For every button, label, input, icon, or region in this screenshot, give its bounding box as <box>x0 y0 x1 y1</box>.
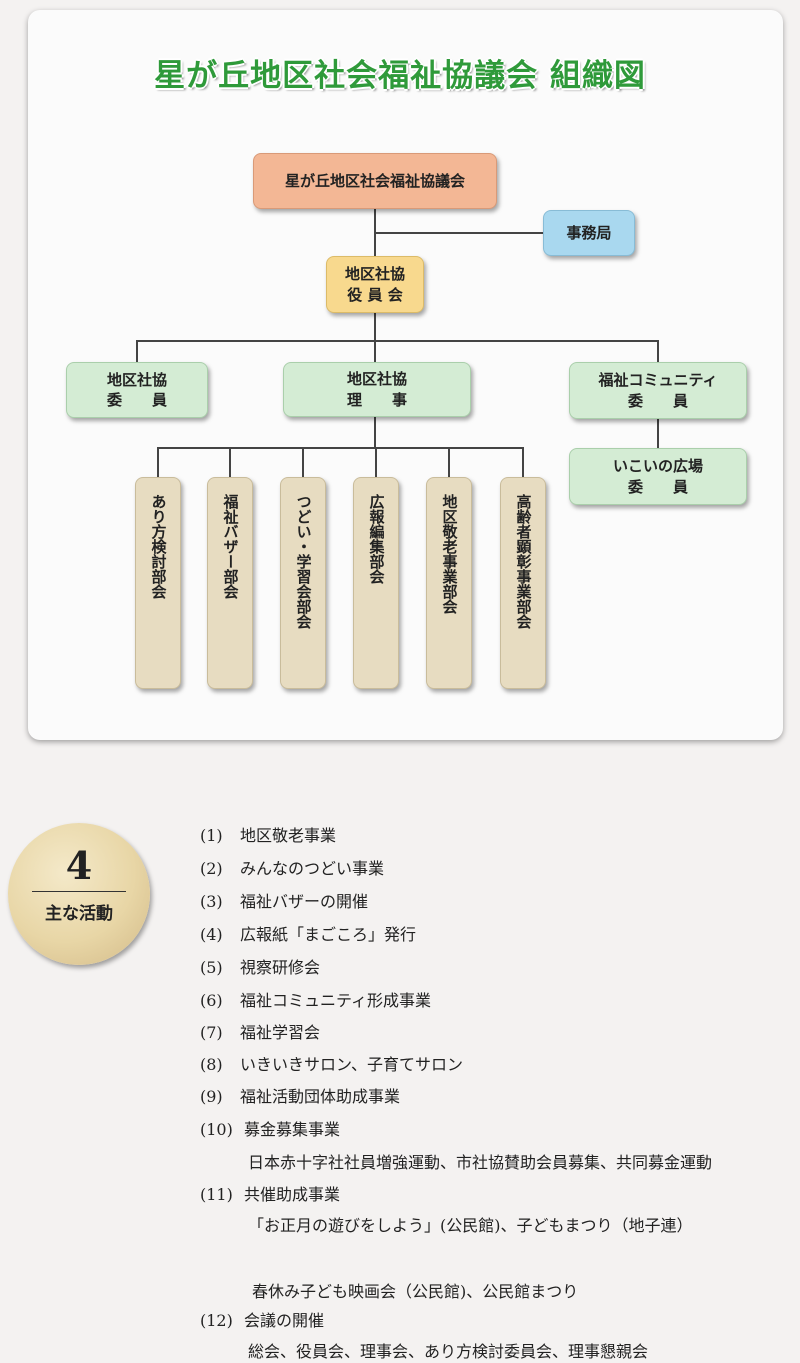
activity-number: (8) <box>200 1055 223 1074</box>
activity-number: (1) <box>200 826 223 845</box>
activity-text: 共催助成事業 <box>244 1185 341 1204</box>
org-box-community: 福祉コミュニティ 委 員 <box>569 362 747 419</box>
connector-line <box>657 418 659 450</box>
activity-text: 福祉コミュニティ形成事業 <box>240 991 432 1010</box>
activity-text: いきいきサロン、子育てサロン <box>240 1055 464 1074</box>
activity-item: (9) 福祉活動団体助成事業 <box>200 1083 400 1107</box>
dept-tsudoi: つどい・学習会部会 <box>280 477 326 689</box>
activity-text: 福祉学習会 <box>240 1023 321 1042</box>
activity-number: (5) <box>200 958 223 977</box>
activity-text: 募金募集事業 <box>244 1120 341 1139</box>
dept-arikata: あり方検討部会 <box>135 477 181 689</box>
activity-number: (3) <box>200 892 223 911</box>
connector-line <box>157 447 159 477</box>
activity-item: (4) 広報紙「まごころ」発行 <box>200 921 416 945</box>
activity-text: 福祉バザーの開催 <box>240 892 369 911</box>
connector-line <box>374 416 376 448</box>
connector-line <box>657 340 659 362</box>
activity-detail: 総会、役員会、理事会、あり方検討委員会、理事懇親会 <box>248 1342 649 1361</box>
connector-line <box>375 232 545 234</box>
org-box-members: 地区社協 委 員 <box>66 362 208 418</box>
activity-number: (11) <box>200 1185 233 1204</box>
activity-item: (8) いきいきサロン、子育てサロン <box>200 1051 463 1075</box>
activity-item: (6) 福祉コミュニティ形成事業 <box>200 987 431 1011</box>
org-box-ikoi: いこいの広場 委 員 <box>569 448 747 505</box>
activity-detail: 春休み子ども映画会（公民館)、公民館まつり <box>252 1282 579 1301</box>
activity-item: (5) 視察研修会 <box>200 954 320 978</box>
activity-item: (12) 会議の開催 <box>200 1307 324 1331</box>
connector-line <box>374 312 376 342</box>
activity-text: 地区敬老事業 <box>240 826 337 845</box>
dept-koho: 広報編集部会 <box>353 477 399 689</box>
activity-item: (3) 福祉バザーの開催 <box>200 888 368 912</box>
activity-number: (6) <box>200 991 223 1010</box>
activity-detail: 日本赤十字社社員増強運動、市社協賛助会員募集、共同募金運動 <box>248 1153 713 1172</box>
connector-line <box>374 340 376 362</box>
section-label: 主な活動 <box>45 904 113 924</box>
activity-number: (2) <box>200 859 223 878</box>
activity-number: (12) <box>200 1311 233 1330</box>
org-box-directors: 地区社協 理 事 <box>283 362 471 417</box>
badge-divider <box>32 891 126 892</box>
connector-line <box>136 340 138 362</box>
activity-number: (7) <box>200 1023 223 1042</box>
connector-line <box>229 447 231 477</box>
connector-line <box>375 447 377 477</box>
org-box-office: 事務局 <box>543 210 635 256</box>
connector-line <box>302 447 304 477</box>
connector-line <box>136 340 658 342</box>
dept-kensho: 高齢者顕彰事業部会 <box>500 477 546 689</box>
org-box-council: 星が丘地区社会福祉協議会 <box>253 153 497 209</box>
activity-detail: 「お正月の遊びをしよう」(公民館)、子どもまつり（地子連） <box>248 1216 693 1235</box>
connector-line <box>448 447 450 477</box>
activity-item: (7) 福祉学習会 <box>200 1019 320 1043</box>
activity-text: 視察研修会 <box>240 958 321 977</box>
activity-number: (10) <box>200 1120 233 1139</box>
activity-item: (11) 共催助成事業 <box>200 1181 340 1205</box>
activity-number: (4) <box>200 925 223 944</box>
section-badge: 4 主な活動 <box>8 823 150 965</box>
activity-text: 会議の開催 <box>244 1311 325 1330</box>
dept-keiro: 地区敬老事業部会 <box>426 477 472 689</box>
connector-line <box>157 447 524 449</box>
org-box-officers: 地区社協 役 員 会 <box>326 256 424 313</box>
page-title: 星が丘地区社会福祉協議会 組織図 <box>154 58 646 94</box>
activity-text: みんなのつどい事業 <box>240 859 385 878</box>
activity-text: 広報紙「まごころ」発行 <box>240 925 417 944</box>
activity-number: (9) <box>200 1087 223 1106</box>
activity-text: 福祉活動団体助成事業 <box>240 1087 401 1106</box>
activity-item: (2) みんなのつどい事業 <box>200 855 384 879</box>
dept-bazaar: 福祉バザー部会 <box>207 477 253 689</box>
connector-line <box>522 447 524 477</box>
activity-item: (10) 募金募集事業 <box>200 1116 340 1140</box>
section-number: 4 <box>65 843 93 888</box>
activity-item: (1) 地区敬老事業 <box>200 822 336 846</box>
